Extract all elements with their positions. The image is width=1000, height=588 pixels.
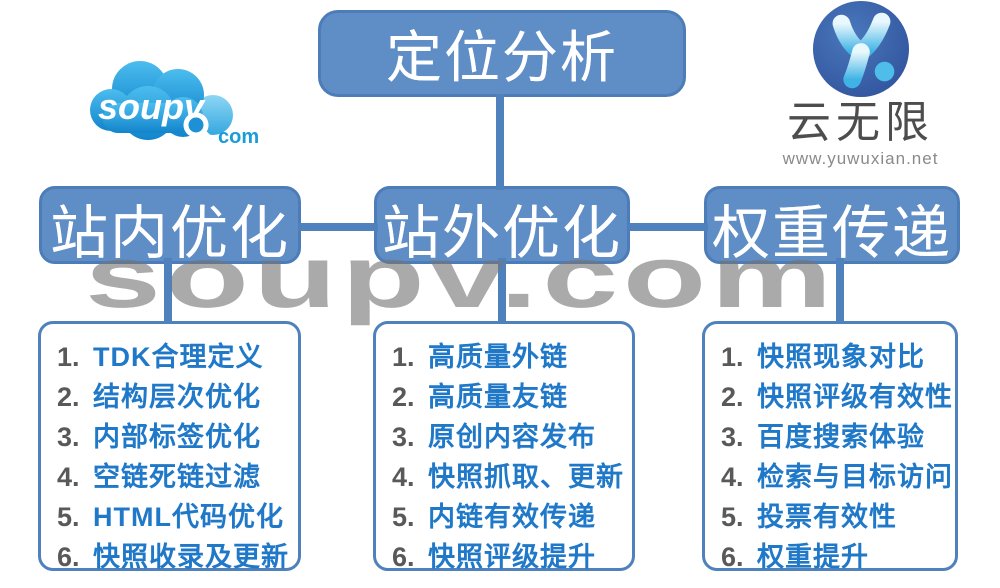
connector-mid-to-right: [628, 223, 708, 231]
list-box-weight: 1. 快照现象对比 2. 快照评级有效性 3. 百度搜索体验 4. 检索与目标访问 5. 投票有效…: [702, 321, 958, 572]
connector-left-vertical: [164, 258, 172, 324]
item-text: 百度搜索体验: [757, 422, 925, 452]
item-text: TDK合理定义: [93, 342, 264, 372]
list-item: 5. 内链有效传递: [392, 497, 632, 537]
connector-mid-vertical: [498, 258, 506, 324]
item-text: 内链有效传递: [428, 502, 596, 532]
item-text: 快照现象对比: [757, 342, 925, 372]
list-item: 4. 快照抓取、更新: [392, 457, 632, 497]
soupv-cloud-icon: soupv com: [90, 61, 259, 148]
item-text: 快照抓取、更新: [428, 462, 624, 492]
list-item: 6. 权重提升: [721, 537, 955, 577]
item-number: 4.: [392, 462, 415, 492]
branch-header-label: 站外优化: [381, 201, 622, 266]
list-item: 1. TDK合理定义: [57, 337, 298, 377]
list-item: 1. 高质量外链: [392, 337, 632, 377]
yunwuxian-brand: 云无限: [787, 98, 934, 147]
list-item: 5. 投票有效性: [721, 497, 955, 537]
list-box-onsite: 1. TDK合理定义 2. 结构层次优化 3. 内部标签优化 4. 空链死链过滤 5. HTML代…: [38, 321, 301, 572]
magnifier-icon: [183, 112, 217, 146]
list-item: 2. 高质量友链: [392, 377, 632, 417]
connector-left-to-mid: [298, 223, 378, 231]
item-text: 结构层次优化: [93, 382, 261, 412]
item-number: 6.: [57, 542, 80, 572]
list-box-offsite: 1. 高质量外链 2. 高质量友链 3. 原创内容发布 4. 快照抓取、更新 5. 内链有效传递 6…: [373, 321, 635, 572]
item-number: 5.: [721, 502, 744, 532]
list-item: 6. 快照收录及更新: [57, 537, 298, 577]
item-number: 4.: [57, 462, 80, 492]
yunwuxian-mark-icon: [812, 0, 909, 98]
item-text: 快照收录及更新: [93, 542, 289, 572]
item-text: 检索与目标访问: [757, 462, 953, 492]
item-text: 投票有效性: [757, 502, 897, 532]
item-text: 高质量外链: [428, 342, 568, 372]
item-text: 内部标签优化: [93, 422, 261, 452]
item-number: 2.: [392, 382, 415, 412]
yunwuxian-logo: 云无限 www.yuwuxian.net: [768, 0, 953, 169]
list-item: 2. 结构层次优化: [57, 377, 298, 417]
item-text: 原创内容发布: [428, 422, 596, 452]
list-item: 1. 快照现象对比: [721, 337, 955, 377]
item-text: 高质量友链: [428, 382, 568, 412]
item-text: 快照评级提升: [428, 542, 596, 572]
item-number: 3.: [721, 422, 744, 452]
list-item: 4. 空链死链过滤: [57, 457, 298, 497]
item-number: 1.: [57, 342, 80, 372]
item-number: 5.: [392, 502, 415, 532]
connector-right-vertical: [836, 258, 844, 324]
item-number: 1.: [721, 342, 744, 372]
item-number: 2.: [721, 382, 744, 412]
item-number: 5.: [57, 502, 80, 532]
yunwuxian-url: www.yuwuxian.net: [782, 149, 939, 169]
item-number: 2.: [57, 382, 80, 412]
soupv-tld: com: [218, 126, 259, 148]
list-item: 5. HTML代码优化: [57, 497, 298, 537]
top-node-label: 定位分析: [386, 26, 618, 89]
item-text: HTML代码优化: [93, 502, 284, 532]
item-text: 空链死链过滤: [93, 462, 261, 492]
branch-header-offsite: 站外优化: [374, 186, 630, 266]
list-item: 4. 检索与目标访问: [721, 457, 955, 497]
connector-top-to-mid: [496, 94, 504, 190]
top-node: 定位分析: [318, 10, 686, 97]
list-item: 3. 原创内容发布: [392, 417, 632, 457]
list-item: 6. 快照评级提升: [392, 537, 632, 577]
branch-header-onsite: 站内优化: [39, 186, 301, 266]
item-number: 3.: [57, 422, 80, 452]
item-text: 快照评级有效性: [757, 382, 953, 412]
item-text: 权重提升: [757, 542, 869, 572]
list-item: 3. 内部标签优化: [57, 417, 298, 457]
item-number: 3.: [392, 422, 415, 452]
branch-header-label: 权重传递: [711, 201, 952, 266]
list-item: 2. 快照评级有效性: [721, 377, 955, 417]
item-number: 1.: [392, 342, 415, 372]
list-item: 3. 百度搜索体验: [721, 417, 955, 457]
branch-header-weight: 权重传递: [704, 186, 960, 266]
item-number: 6.: [392, 542, 415, 572]
soupv-logo: soupv com: [78, 55, 273, 150]
item-number: 6.: [721, 542, 744, 572]
branch-header-label: 站内优化: [49, 201, 290, 266]
item-number: 4.: [721, 462, 744, 492]
